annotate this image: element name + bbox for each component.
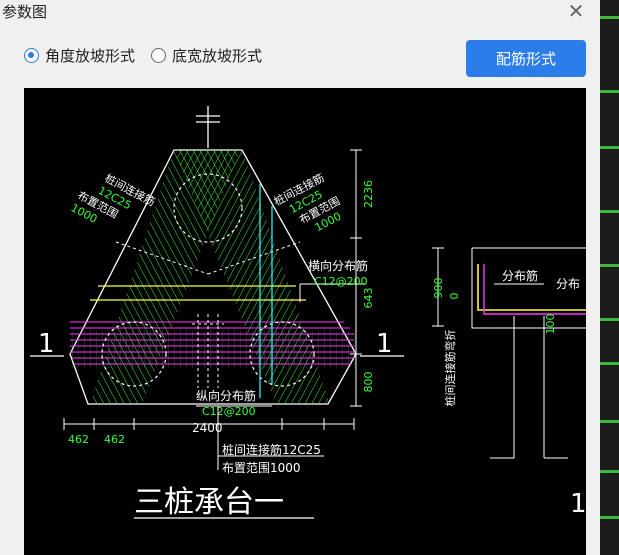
section-label-dist2: 分布 — [556, 277, 580, 291]
longitudinal-spec-text: C12@200 — [202, 405, 256, 418]
cyan-lines — [259, 184, 273, 398]
bottom-dimensions — [63, 418, 355, 430]
radio-width-slope[interactable]: 底宽放坡形式 — [151, 45, 262, 66]
dim-800: 800 — [362, 372, 375, 393]
section-mark-right-text: 1 — [376, 329, 393, 359]
dim-462-a: 462 — [68, 433, 89, 446]
top-axis — [196, 106, 220, 148]
dim-2236: 2236 — [362, 180, 375, 208]
longitudinal-label: 纵向分布筋 C12@200 — [196, 388, 272, 418]
pile-right — [249, 321, 315, 387]
pile-left — [101, 321, 167, 387]
section-mark-right: 1 — [360, 329, 404, 359]
dashed-guides — [115, 241, 301, 388]
cad-drawing: 桩间连接筋 12C25 布置范围 1000 桩间连接筋 12C25 布置范围 1… — [30, 106, 586, 520]
dim-643: 643 — [362, 288, 375, 309]
rebar-form-button[interactable]: 配筋形式 — [466, 40, 586, 77]
section-mark-left-text: 1 — [38, 329, 55, 359]
section-dim-900: 900 — [432, 278, 445, 299]
drawing-main-title: 三桩承台一 — [134, 485, 284, 520]
radio-angle-slope-label: 角度放坡形式 — [45, 47, 136, 65]
yellow-bars — [90, 285, 306, 301]
radio-unchecked-icon[interactable] — [151, 48, 167, 63]
section-dim-100: 100 — [544, 314, 557, 335]
parameter-drawing-canvas: 桩间连接筋 12C25 布置范围 1000 桩间连接筋 12C25 布置范围 1… — [24, 88, 586, 555]
parameter-dialog: 参数图 ✕ 角度放坡形式 底宽放坡形式 配筋形式 — [0, 0, 601, 555]
dim-462-b: 462 — [104, 433, 125, 446]
dim-2400: 2400 — [192, 421, 223, 435]
dialog-title: 参数图 — [2, 3, 48, 21]
bottom-labels: 桩间连接筋12C25 布置范围1000 — [217, 406, 324, 475]
section-side-label: 桩间连接筋弯折 — [443, 330, 457, 407]
transverse-label: 横向分布筋 C12@200 — [299, 258, 368, 302]
section-view: 分布筋 分布 900 0 100 桩间连接筋弯折 1 — [432, 247, 586, 519]
slope-mode-group: 角度放坡形式 底宽放坡形式 — [24, 45, 272, 66]
radio-width-slope-label: 底宽放坡形式 — [172, 47, 263, 65]
background-panel-edge — [600, 0, 619, 555]
section-mark-left: 1 — [30, 329, 64, 359]
radio-checked-icon[interactable] — [24, 48, 39, 63]
section-view-mark: 1 — [570, 489, 586, 519]
magenta-bars — [70, 321, 356, 365]
section-dim-0: 0 — [448, 293, 461, 300]
transverse-spec-text: C12@200 — [314, 275, 368, 288]
bottom-label-1: 桩间连接筋12C25 — [222, 442, 321, 457]
radio-angle-slope[interactable]: 角度放坡形式 — [24, 45, 135, 66]
longitudinal-label-text: 纵向分布筋 — [196, 388, 256, 403]
bottom-label-2: 布置范围1000 — [222, 461, 301, 475]
close-icon[interactable]: ✕ — [567, 0, 585, 23]
right-dimensions — [350, 149, 362, 407]
section-label-dist1: 分布筋 — [502, 268, 538, 283]
pile-top — [173, 173, 243, 243]
transverse-label-text: 横向分布筋 — [308, 258, 368, 273]
top-left-labels: 桩间连接筋 12C25 布置范围 1000 — [69, 171, 158, 226]
top-right-labels: 桩间连接筋 12C25 布置范围 1000 — [271, 170, 343, 234]
